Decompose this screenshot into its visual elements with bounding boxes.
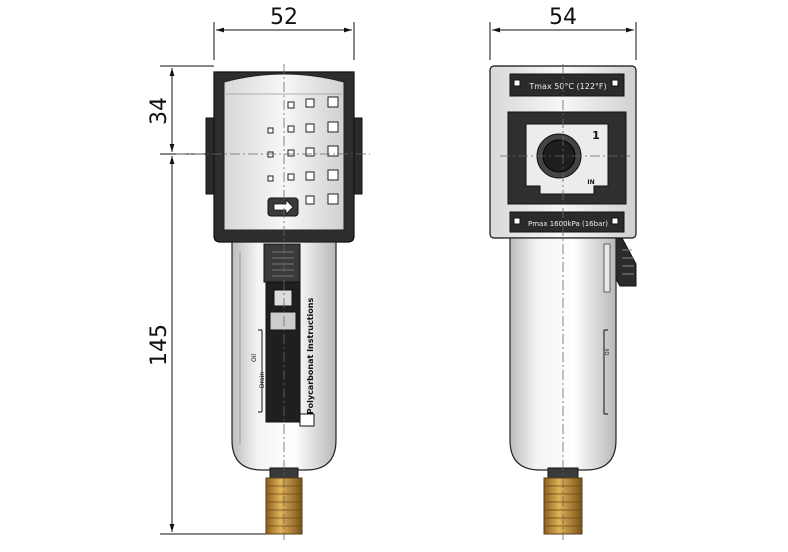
side-top-plate [509, 73, 625, 97]
side-scale-label: Oil [605, 349, 611, 356]
pressure-rating-label: Pmax 1600kPa (16bar) [528, 220, 608, 228]
temp-rating-label: Tmax 50°C (122°F) [528, 82, 606, 91]
front-scale-label-b: Drain [259, 372, 266, 388]
front-scale-label-a: Oil [251, 354, 258, 362]
dimension-front-width [213, 22, 355, 60]
dimension-head-height [160, 65, 214, 155]
side-bottom-plate [509, 211, 625, 233]
front-drain-scale [258, 329, 263, 413]
side-width-label: 54 [549, 5, 577, 30]
front-width-label: 52 [270, 5, 298, 30]
port-number-label: 1 [592, 129, 600, 142]
front-centerlines [176, 64, 370, 540]
dimension-side-width [489, 22, 637, 60]
front-float [273, 289, 293, 307]
side-view: Tmax 50°C (122°F) 1 IN Pmax 1600kPa (16b… [489, 64, 637, 540]
body-height-label: 145 [147, 324, 172, 366]
front-view: Oil Drain Polycarbonat Instructions [176, 64, 370, 540]
dimension-body-height [160, 156, 266, 535]
front-vent-grid [267, 96, 339, 205]
port-in-label: IN [587, 179, 594, 186]
flow-arrow-icon [273, 199, 294, 215]
side-centerlines [500, 64, 630, 540]
front-drain-symbol [299, 413, 315, 427]
head-height-label: 34 [147, 97, 172, 125]
front-bowl-material-label: Polycarbonat Instructions [306, 298, 315, 415]
side-drain-scale [603, 329, 608, 415]
front-head-cover [223, 73, 345, 231]
